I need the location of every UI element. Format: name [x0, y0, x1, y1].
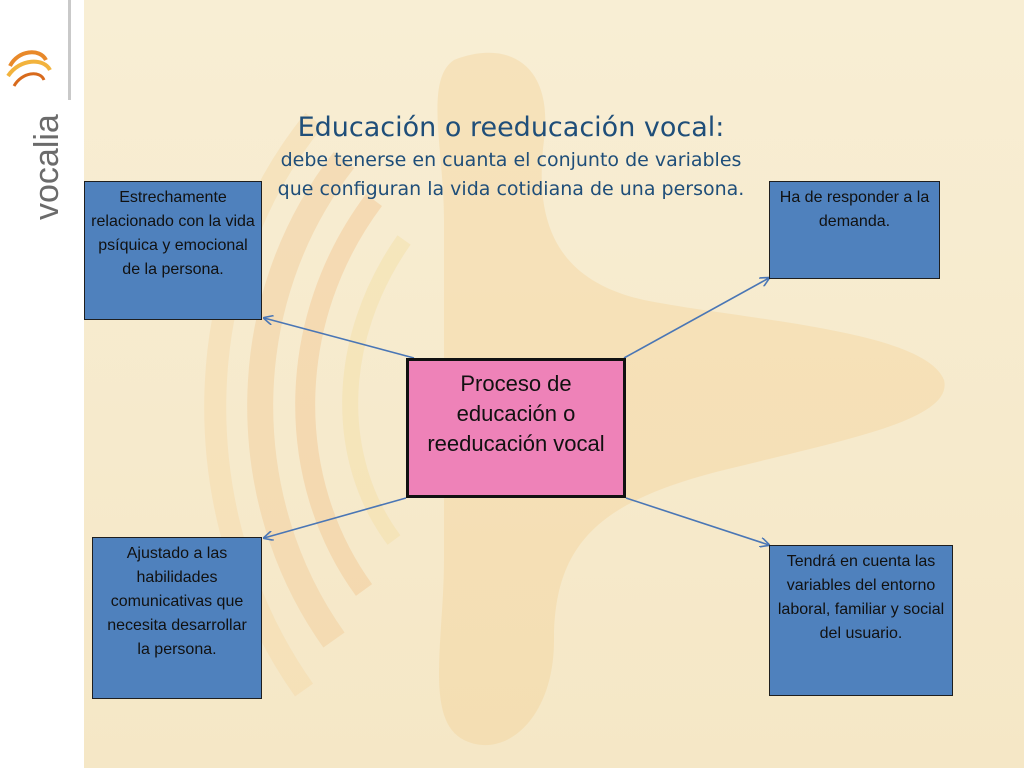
slide-title: Educación o reeducación vocal: debe tene… — [276, 110, 746, 204]
node-bottom-left: Ajustado a las habilidades comunicativas… — [92, 537, 262, 699]
logo-sidebar: vocalia — [0, 0, 84, 768]
arrow-to-top-right — [623, 278, 769, 359]
arrow-to-bottom-right — [625, 497, 769, 545]
sidebar-divider — [68, 0, 71, 100]
title-colon: : — [715, 112, 725, 143]
node-top-left: Estrechamente relacionado con la vida ps… — [84, 181, 262, 320]
node-top-right: Ha de responder a la demanda. — [769, 181, 940, 279]
arrow-to-bottom-left — [264, 497, 407, 538]
title-heading: Educación o reeducación vocal: — [276, 110, 746, 146]
connector-arrows — [84, 0, 1024, 768]
title-main-text: Educación o reeducación vocal — [297, 112, 716, 143]
title-subtitle: debe tenerse en cuanta el conjunto de va… — [277, 149, 745, 200]
center-node: Proceso de educación o reeducación vocal — [406, 358, 626, 498]
vocalia-logo: vocalia — [6, 50, 66, 220]
arrow-to-top-left — [264, 318, 415, 359]
node-bottom-right: Tendrá en cuenta las variables del entor… — [769, 545, 953, 696]
logo-wordmark: vocalia — [28, 114, 66, 220]
